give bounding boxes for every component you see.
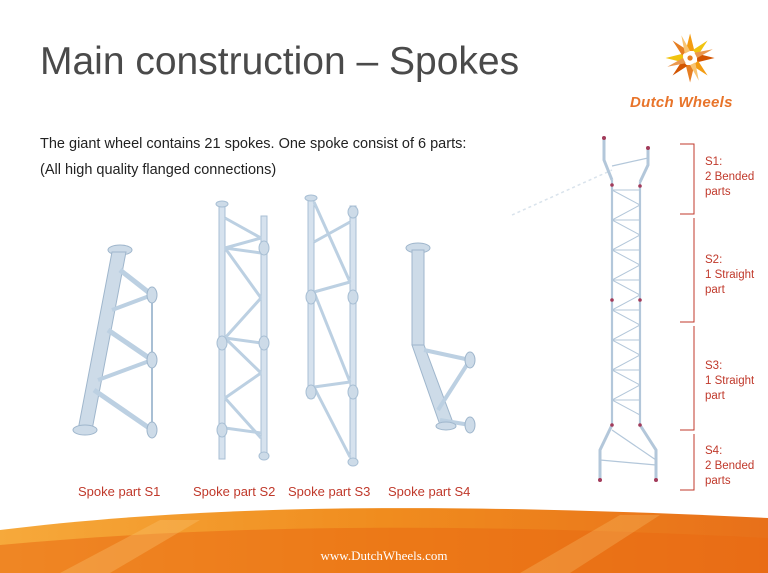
caption-spoke-part-s4: Spoke part S4 (388, 484, 471, 499)
section-code: S4: (705, 445, 723, 457)
section-desc-1: 1 Straight (705, 269, 755, 281)
full-spoke-assembly-image (511, 136, 658, 482)
caption-spoke-part-s3: Spoke part S3 (288, 484, 371, 499)
section-desc-2: parts (705, 186, 731, 198)
section-code: S2: (705, 254, 723, 266)
footer-url: www.DutchWheels.com (320, 548, 448, 563)
caption-spoke-part-s1: Spoke part S1 (78, 484, 161, 499)
section-desc-2: parts (705, 475, 731, 487)
section-brackets (680, 143, 695, 491)
spoke-part-s4-image (405, 242, 476, 434)
section-desc-2: part (705, 390, 725, 402)
section-desc-1: 2 Bended (705, 460, 755, 472)
slide-title: Main construction – Spokes (40, 40, 520, 83)
spoke-part-s1-image (72, 244, 158, 439)
caption-spoke-part-s2: Spoke part S2 (193, 484, 276, 499)
section-desc-1: 2 Bended (705, 171, 755, 183)
section-label-s3: S3: 1 Straight part (705, 359, 768, 404)
section-label-s1: S1: 2 Bended parts (705, 155, 768, 200)
dutch-wheels-logo (665, 33, 715, 83)
section-code: S3: (705, 360, 723, 372)
section-desc-2: part (705, 284, 725, 296)
spoke-part-s2-image (215, 200, 270, 461)
section-label-s2: S2: 1 Straight part (705, 253, 768, 298)
footer-band (0, 508, 768, 573)
section-label-s4: S4: 2 Bended parts (705, 444, 768, 489)
section-code: S1: (705, 156, 723, 168)
sun-wheel-icon (665, 33, 715, 83)
intro-line-1: The giant wheel contains 21 spokes. One … (40, 136, 467, 152)
section-desc-1: 1 Straight (705, 375, 755, 387)
intro-line-2: (All high quality flanged connections) (40, 162, 277, 178)
spoke-part-s3-image (304, 194, 359, 467)
logo-text: Dutch Wheels (630, 94, 733, 111)
